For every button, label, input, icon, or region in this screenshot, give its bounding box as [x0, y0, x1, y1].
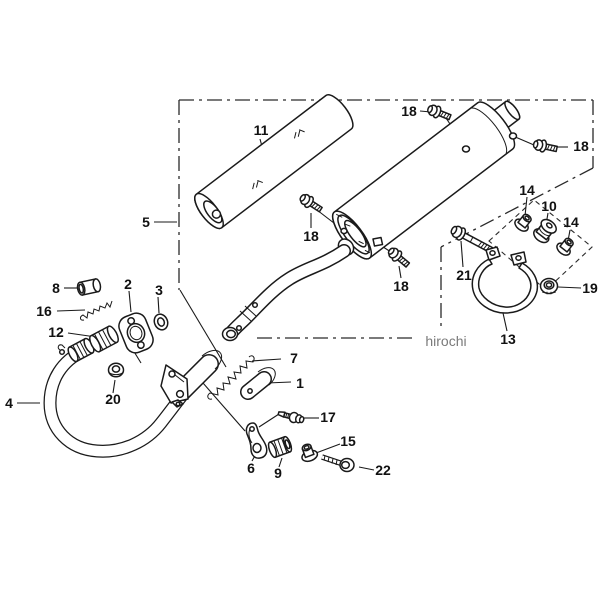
hanger-bolt	[450, 225, 494, 254]
part-label-21: 21	[456, 267, 472, 283]
muffler-inlet-pipe	[221, 238, 355, 342]
gasket-collar-inner	[67, 337, 95, 363]
part-label-13: 13	[500, 331, 516, 347]
tube-decal	[252, 129, 305, 190]
part-label-1: 1	[296, 375, 304, 391]
muffler	[331, 100, 521, 260]
tension-spring	[207, 355, 255, 400]
sensor-bolt	[277, 411, 305, 424]
part-label-6: 6	[247, 460, 255, 476]
part-label-18: 18	[393, 278, 409, 294]
rubber-grommet	[267, 435, 293, 459]
rubber-bushing-10	[533, 218, 557, 244]
part-label-18: 18	[303, 228, 319, 244]
pipe-mount-bracket	[160, 364, 189, 408]
muffler-band-clamp	[471, 246, 539, 314]
part-label-2: 2	[124, 276, 132, 292]
hex-bolt	[321, 454, 355, 473]
part-label-14: 14	[519, 182, 535, 198]
part-label-10: 10	[541, 198, 557, 214]
flange-nut-20	[107, 362, 125, 378]
part-label-18: 18	[401, 103, 417, 119]
part-label-12: 12	[48, 324, 64, 340]
part-label-3: 3	[155, 282, 163, 298]
washer-ring	[153, 313, 169, 331]
part-label-9: 9	[274, 465, 282, 481]
part-label-20: 20	[105, 391, 121, 407]
flange-bolt-18-right	[531, 137, 559, 156]
part-label-15: 15	[340, 433, 356, 449]
part-label-16: 16	[36, 303, 52, 319]
exhaust-flange	[118, 312, 154, 354]
part-label-4: 4	[5, 395, 13, 411]
mount-plate	[245, 422, 268, 459]
silencer-tube	[194, 94, 354, 230]
part-label-5: 5	[142, 214, 150, 230]
mount-collar-14-right	[553, 234, 578, 259]
muffler-mount-bosses	[340, 132, 518, 247]
part-label-7: 7	[290, 350, 298, 366]
flange-nut-19	[539, 277, 559, 295]
part-label-19: 19	[582, 280, 598, 296]
clip-spring	[80, 300, 113, 321]
part-label-18: 18	[573, 138, 589, 154]
flange-bolt-18-bottom	[385, 244, 413, 271]
flange-bolt-18-mid	[297, 191, 325, 216]
part-label-14: 14	[563, 214, 579, 230]
mount-collar-14-left	[511, 210, 536, 235]
part-label-11: 11	[253, 122, 269, 138]
spacer-collar	[301, 443, 319, 463]
flange-bolt-18-top	[425, 102, 453, 124]
watermark-text: hirochi	[425, 333, 467, 349]
part-label-22: 22	[375, 462, 391, 478]
gasket-collar-outer	[89, 325, 119, 353]
part-label-17: 17	[320, 409, 336, 425]
pipe-collar	[76, 278, 102, 296]
hanger-parts-outline	[488, 199, 593, 291]
joint-tube	[240, 367, 276, 400]
part-label-8: 8	[52, 280, 60, 296]
